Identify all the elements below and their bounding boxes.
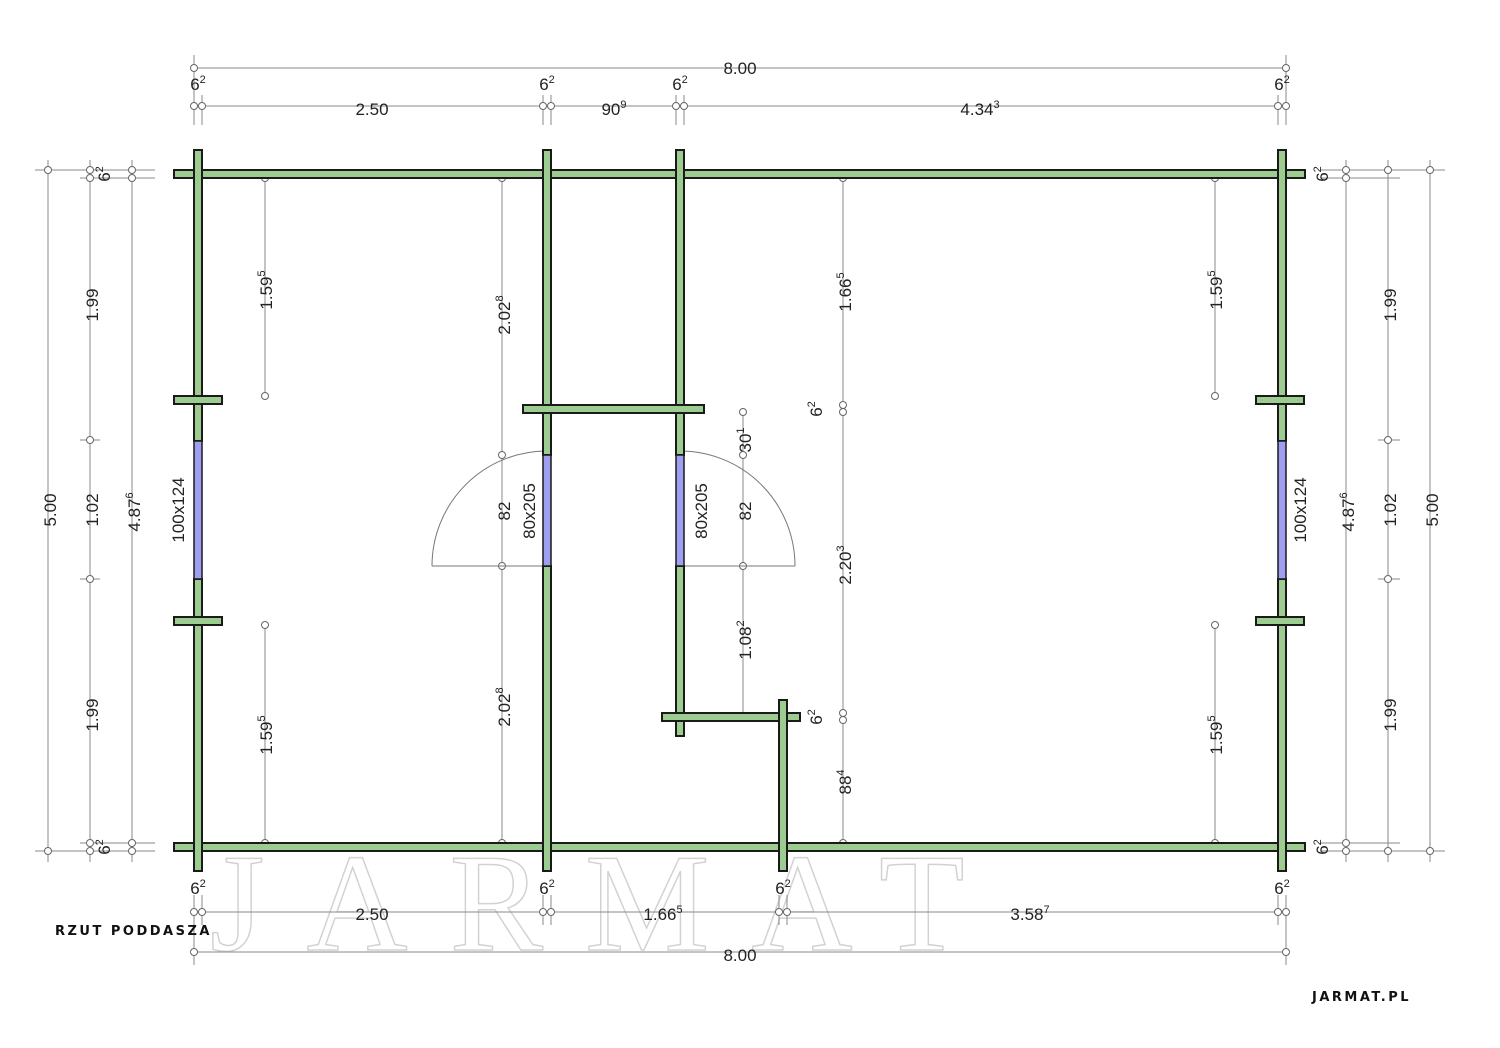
wall-hall-bottom [661,712,801,722]
dim-room3-lower: 884 [835,769,855,794]
dim-top-wall-4: 62 [1274,74,1290,94]
dim-top-total: 8.00 [723,59,756,78]
wall-stub-left-bottom [173,616,223,626]
dim-room4-upper: 1.595 [1206,270,1226,309]
wall-partition-2-lower [675,565,685,737]
wall-top [173,169,1306,179]
dim-room2-door: 82 [495,502,514,521]
dim-top-wall-1: 62 [190,74,206,94]
dim-room1-upper: 1.595 [256,270,276,309]
dim-left-seg-2: 1.02 [83,493,102,526]
dim-right-wall-top: 62 [1312,166,1332,182]
door-right [675,454,685,567]
dim-left-wall-top: 62 [94,166,114,182]
window-right [1277,440,1287,580]
dim-left-total: 5.00 [41,493,60,526]
wall-stub-right-top [1255,395,1305,405]
dim-left-inner: 4.876 [124,492,144,531]
dim-bottom-span-2: 1.665 [643,904,682,924]
dim-right-seg-2: 1.02 [1381,493,1400,526]
dim-left-wall-bottom: 62 [94,839,114,855]
dim-right-wall-bottom: 62 [1312,839,1332,855]
dim-room4-lower: 1.595 [1206,715,1226,754]
dim-right-seg-3: 1.99 [1381,698,1400,731]
dim-door-left: 80x205 [520,483,539,539]
dim-hall-door: 82 [736,502,755,521]
site-label: JARMAT.PL [1312,990,1412,1005]
dim-top-span-3: 4.343 [960,99,999,119]
dimension-labels: 8.00 62 2.50 62 909 62 4.343 62 62 2.50 … [41,59,1442,965]
wall-partition-1-lower [542,565,552,872]
dim-bottom-span-3: 3.587 [1010,904,1049,924]
dim-bottom-span-1: 2.50 [355,905,388,924]
dim-door-right: 80x205 [692,483,711,539]
dim-top-wall-3: 62 [672,74,688,94]
dim-room2-upper: 2.028 [494,295,514,334]
openings [193,440,1287,580]
window-left [193,440,203,580]
dim-room3-mid: 2.203 [835,545,855,584]
dim-left-seg-1: 1.99 [83,288,102,321]
dim-room1-lower: 1.595 [256,715,276,754]
wall-hall-top [522,404,705,414]
dim-bottom-wall-4: 62 [1274,878,1290,898]
door-swings [431,450,796,567]
wall-stub-left-top [173,395,223,405]
dim-right-total: 5.00 [1423,493,1442,526]
dim-left-seg-3: 1.99 [83,698,102,731]
dim-room3-wall-2: 62 [806,709,826,725]
plan-title: RZUT PODDASZA [55,924,212,939]
walls [173,149,1306,872]
dim-top-span-2: 909 [601,99,626,119]
dim-hall-lower: 1.082 [735,620,755,659]
door-left [542,454,552,567]
dim-right-seg-1: 1.99 [1381,288,1400,321]
dim-bottom-wall-2: 62 [539,878,555,898]
wall-hall-short [778,699,788,872]
dim-top-wall-2: 62 [539,74,555,94]
dim-bottom-wall-3: 62 [775,878,791,898]
wall-bottom [173,842,1306,852]
wall-stub-right-bottom [1255,616,1305,626]
dim-room3-upper: 1.665 [835,272,855,311]
dim-hall-top: 301 [735,427,755,452]
dim-right-inner: 4.876 [1338,492,1358,531]
dim-bottom-wall-1: 62 [190,878,206,898]
dim-bottom-total: 8.00 [723,946,756,965]
dim-room4-window: 100x124 [1291,477,1310,542]
dim-top-span-1: 2.50 [355,100,388,119]
dimension-nodes [44,64,1434,956]
dim-room2-lower: 2.028 [494,687,514,726]
dim-room1-window: 100x124 [169,477,188,542]
dim-room3-wall-1: 62 [806,401,826,417]
